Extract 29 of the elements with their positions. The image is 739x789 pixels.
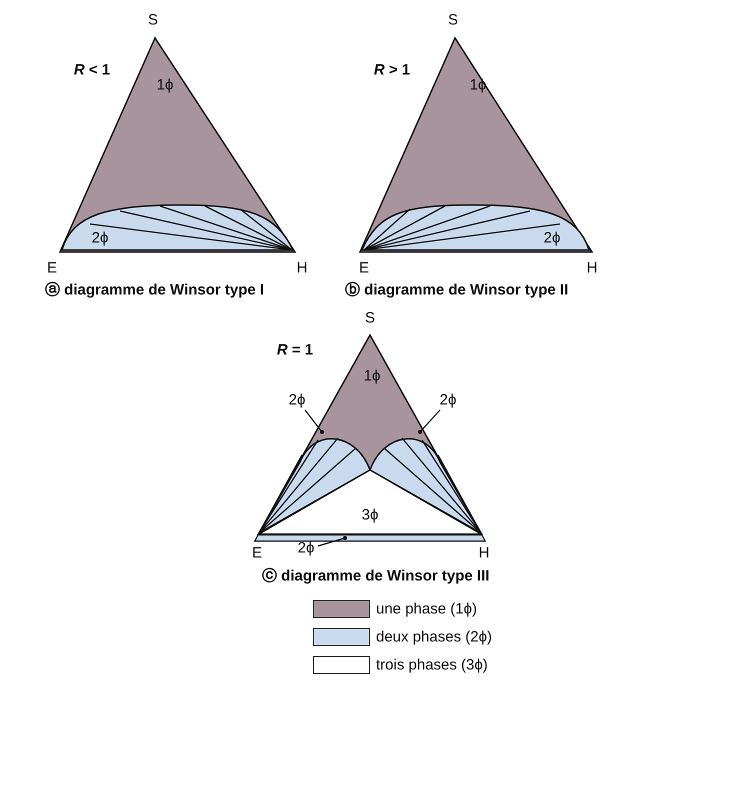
phase-region-label: 2ϕ	[544, 230, 560, 246]
legend-text: trois phases (3ϕ)	[376, 656, 488, 674]
vertex-label: E	[359, 260, 369, 276]
phase-region-label: 2ϕ	[288, 392, 306, 408]
caption: ⓒ diagramme de Winsor type III	[262, 566, 490, 586]
vertex-label: S	[365, 310, 375, 326]
phase-region-label: 2ϕ	[440, 392, 456, 408]
vertex-label: E	[47, 260, 57, 276]
vertex-label: E	[252, 544, 262, 562]
legend-text: deux phases (2ϕ)	[376, 628, 492, 646]
ratio-label: R < 1	[74, 62, 110, 78]
ratio-label: R = 1	[276, 342, 314, 358]
phase-region-label: 3ϕ	[362, 506, 378, 524]
phase-region-label: 2ϕ	[92, 230, 108, 246]
vertex-label: H	[586, 260, 598, 276]
vertex-label: H	[478, 544, 490, 562]
caption: ⓑ diagramme de Winsor type II	[345, 280, 568, 300]
vertex-label: H	[296, 260, 308, 276]
leader-line	[318, 536, 347, 547]
leader-line	[304, 410, 324, 434]
ratio-label: R > 1	[374, 62, 410, 78]
vertex-label: S	[448, 12, 458, 28]
legend-text: une phase (1ϕ)	[376, 600, 477, 618]
leader-line	[418, 410, 440, 434]
phase-region-label: 2ϕ	[298, 540, 314, 556]
phase-region-label: 1ϕ	[156, 76, 174, 94]
caption: ⓐ diagramme de Winsor type I	[45, 280, 264, 300]
vertex-label: S	[148, 12, 158, 28]
phase-region-label: 1ϕ	[364, 368, 380, 384]
